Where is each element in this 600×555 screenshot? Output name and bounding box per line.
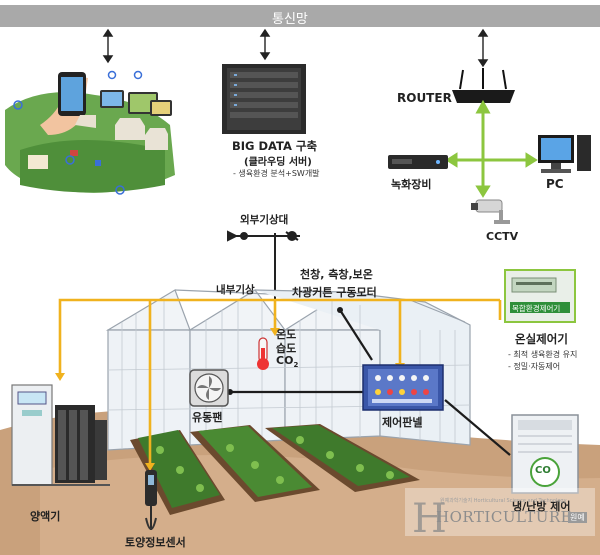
cctv-label: CCTV — [486, 230, 519, 243]
control-wiring — [58, 298, 502, 465]
wifi-icon-3 — [133, 70, 143, 80]
cctv-icon — [471, 199, 510, 224]
watermark: H — [405, 488, 595, 542]
router-icon — [452, 68, 515, 103]
hvac-unit-icon — [511, 414, 579, 494]
wifi-icon-4 — [65, 155, 75, 165]
fan-icon — [189, 369, 229, 407]
greenhouse-controller-title: 온실제어기 — [515, 332, 568, 346]
sensor-label-co2: CO2 — [276, 354, 298, 369]
wifi-icon-2 — [107, 70, 117, 80]
env-controller-screen-label: 복합환경제어기 — [512, 304, 561, 313]
greenhouse-controller-note2: - 정밀·자동제어 — [508, 362, 561, 371]
weather-station-icon — [227, 230, 300, 300]
wifi-icon-5 — [115, 185, 125, 195]
control-panel-label: 제어판넬 — [382, 416, 423, 429]
motors-label-line1: 천창, 측창,보온 — [300, 268, 373, 281]
server-rack-icon — [222, 64, 306, 134]
fan-label: 유동팬 — [192, 411, 223, 424]
greenhouse-controller-note1: - 최적 생육환경 유지 — [508, 350, 578, 359]
mobile-monitoring-illustration — [5, 72, 175, 193]
pc-icon — [538, 135, 591, 173]
weather-station-label: 외부기상대 — [240, 214, 289, 226]
hvac-label: 냉/난방 제어 — [512, 500, 571, 513]
nutrient-machine-icon — [11, 384, 110, 486]
network-arrows — [102, 28, 489, 68]
recorder-icon — [388, 155, 448, 169]
recorder-label: 녹화장비 — [391, 178, 432, 191]
control-cables — [230, 309, 511, 456]
control-panel-icon — [362, 364, 444, 411]
watermark-h: H — [412, 496, 447, 542]
motors-label-line2: 차광커튼 구동모터 — [292, 286, 377, 299]
soil-sensor-label: 토양정보센서 — [125, 536, 186, 549]
hvac-badge: CO — [535, 465, 551, 476]
network-bar — [0, 5, 600, 27]
big-data-title: BIG DATA 구축 — [232, 139, 318, 153]
cable-joint — [337, 307, 343, 313]
nutrient-label: 양액기 — [30, 510, 61, 523]
big-data-subtitle: (클라우딩 서버) — [244, 157, 312, 168]
watermark-fine: 원예과학기술지 Horticultural Science and Techno… — [440, 498, 567, 504]
big-data-note: - 생육환경 분석+SW개발 — [233, 169, 320, 178]
sensor-label-temp: 온도 — [276, 328, 297, 341]
sensor-co-text: CO — [276, 354, 294, 367]
sensor-label-humidity: 습도 — [276, 342, 297, 355]
lan-tree — [445, 99, 538, 198]
network-bar-label: 통신망 — [272, 12, 308, 27]
pc-label: PC — [546, 177, 564, 191]
thermometer-icon — [257, 337, 269, 370]
watermark-brand: HORTICULTURE — [436, 508, 573, 526]
soil-sensor-icon — [145, 470, 157, 530]
crop-beds — [130, 424, 420, 515]
env-controller-icon — [504, 269, 576, 323]
wifi-icon — [13, 100, 23, 110]
router-label: ROUTER — [397, 91, 452, 105]
sensor-co-subscript: 2 — [293, 361, 299, 370]
watermark-tag: 원예 — [568, 512, 587, 523]
internal-weather-label: 내부기상 — [216, 284, 255, 296]
